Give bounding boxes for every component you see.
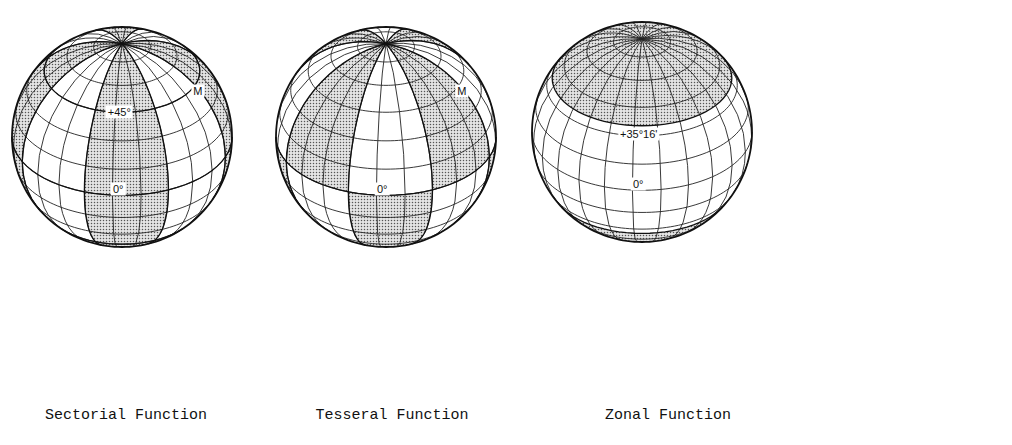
latitude-label: 0° (375, 182, 390, 195)
nodal-line (61, 229, 182, 244)
shaded-region (642, 38, 732, 94)
figure-caption: Sectorial Function (45, 407, 207, 424)
globe (276, 27, 496, 247)
figure-caption: Zonal Function (605, 407, 731, 424)
globe-face (532, 22, 752, 242)
nodal-line (44, 45, 200, 112)
nodal-line (348, 44, 386, 245)
nodal-line (276, 137, 496, 195)
latitude-label: 0° (111, 182, 126, 195)
globe-outline (12, 27, 232, 247)
meridian-label: M (455, 84, 468, 97)
latitude-label: +35°16' (618, 127, 659, 140)
figure-caption: Tesseral Function (315, 407, 468, 424)
nodal-line (286, 44, 386, 210)
nodal-line (122, 44, 168, 244)
globe-face (276, 27, 496, 247)
nodal-line (561, 207, 722, 234)
shaded-region (84, 108, 168, 195)
globe-outline (276, 27, 496, 247)
graticule (12, 27, 232, 247)
globe (12, 27, 232, 247)
globe-face (12, 27, 232, 247)
nodal-line (386, 44, 432, 244)
nodal-line (122, 44, 225, 200)
nodal-line (12, 137, 232, 195)
latitude-label: +45° (106, 106, 133, 119)
graticule (276, 27, 496, 247)
meridian-label: M (191, 84, 204, 97)
nodal-line (386, 44, 489, 200)
nodal-line (84, 44, 122, 245)
latitude-label: 0° (631, 177, 646, 190)
globe-outline (532, 22, 752, 242)
graticule (532, 22, 752, 242)
nodal-line (552, 57, 732, 126)
globe (532, 22, 752, 242)
nodal-line (22, 44, 122, 210)
